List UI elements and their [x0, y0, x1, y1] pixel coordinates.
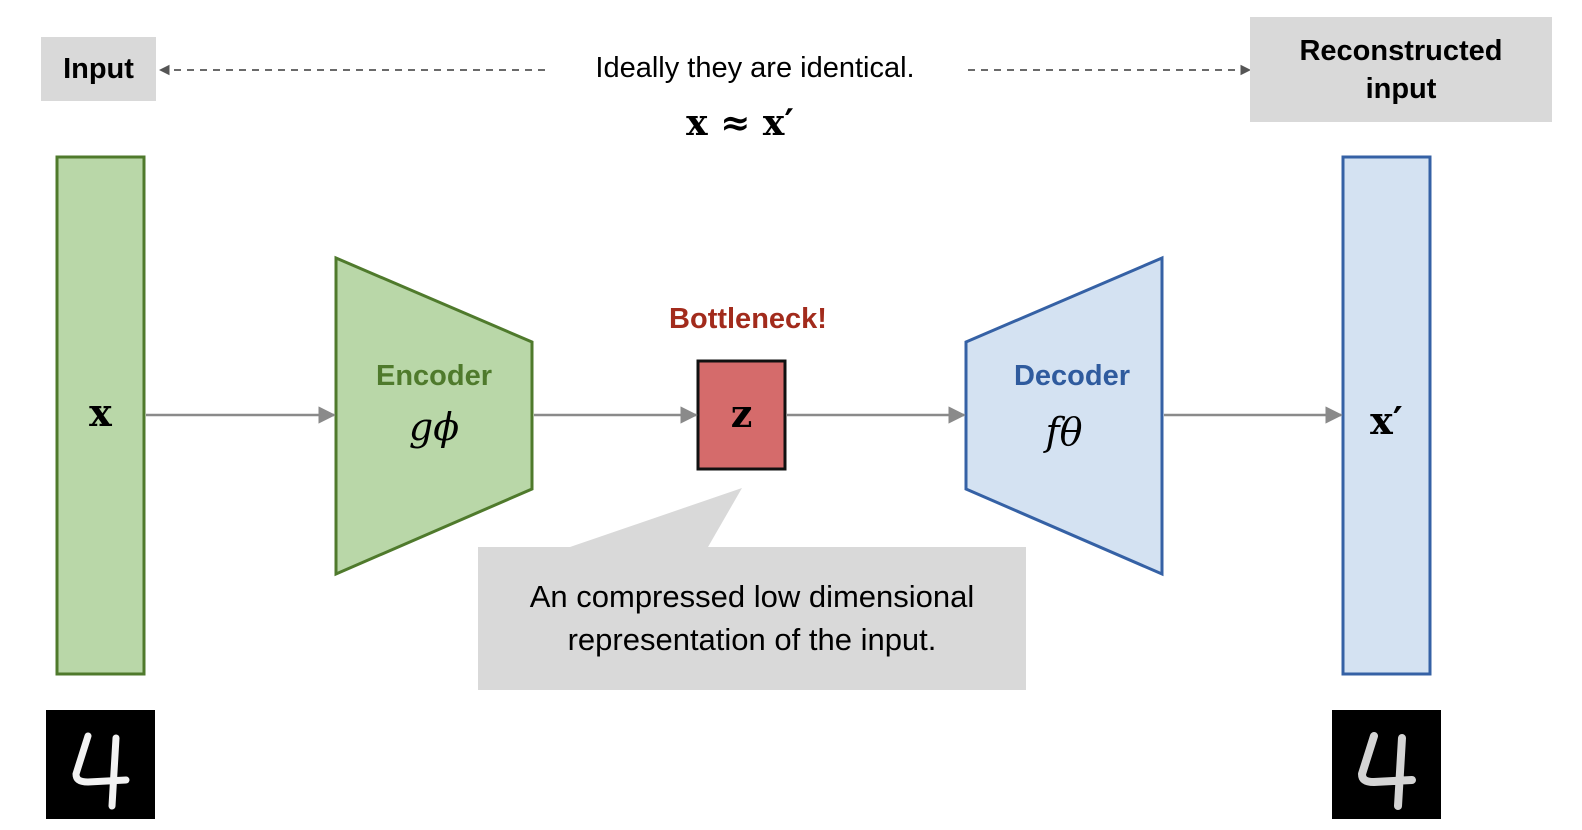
reconstructed-input-label: Reconstructed input — [1250, 17, 1552, 122]
bottleneck-symbol: z — [730, 391, 753, 436]
output-symbol: x′ — [1370, 398, 1403, 443]
callout-bubble — [478, 488, 1026, 690]
bottleneck-title: Bottleneck! — [669, 303, 827, 335]
digit-four-icon — [1358, 732, 1416, 810]
digit-four-icon — [72, 732, 130, 810]
output-vector-bar — [1341, 155, 1432, 676]
bottleneck-box — [696, 359, 787, 471]
input-digit-image — [46, 710, 155, 819]
output-digit-image — [1332, 710, 1441, 819]
approx-formula: x ≈ x′ — [686, 102, 794, 144]
decoder-title: Decoder — [1013, 360, 1131, 392]
encoder-title: Encoder — [375, 360, 493, 392]
input-label: Input — [41, 37, 156, 101]
encoder-trapezoid — [334, 255, 534, 577]
decoder-function: fθ — [1045, 410, 1083, 454]
encoder-function: gϕ — [408, 405, 460, 449]
input-symbol: x — [89, 390, 112, 435]
input-vector-bar — [55, 155, 146, 676]
decoder-trapezoid — [964, 255, 1164, 577]
callout-text: An compressed low dimensional representa… — [529, 579, 975, 657]
identical-caption: Ideally they are identical. — [595, 52, 915, 84]
